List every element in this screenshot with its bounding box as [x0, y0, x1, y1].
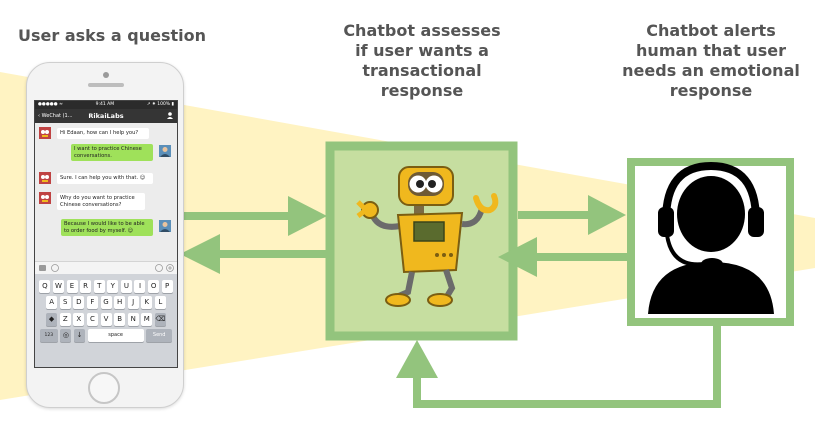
key[interactable]: Q	[39, 279, 51, 293]
robot-icon	[356, 166, 499, 307]
caption-user-asks: User asks a question	[18, 26, 206, 45]
key[interactable]: A	[46, 296, 58, 310]
home-button[interactable]	[88, 372, 120, 404]
key[interactable]: T	[93, 279, 105, 293]
arrow-user-to-chatbot	[178, 196, 327, 236]
signal-indicator: ●●●●● ≈	[38, 102, 63, 107]
key[interactable]: C	[86, 312, 98, 326]
profile-icon[interactable]	[167, 112, 173, 119]
voice-icon[interactable]	[51, 264, 59, 272]
bot-avatar-icon	[39, 127, 51, 139]
plus-icon[interactable]	[166, 264, 174, 272]
backspace-key-icon[interactable]: ⌫	[154, 312, 166, 326]
keyboard-row: 123 ◎ ↓ space Send	[35, 329, 177, 343]
status-bar: ●●●●● ≈ 9:41 AM ↗ ✷ 100% ▮	[35, 101, 177, 109]
key[interactable]: I	[134, 279, 146, 293]
earpiece-speaker	[88, 83, 124, 87]
battery-indicator: ↗ ✷ 100% ▮	[146, 102, 174, 107]
front-camera	[103, 72, 109, 78]
key[interactable]: K	[141, 296, 153, 310]
caption-chatbot-assesses: Chatbot assesses if user wants a transac…	[343, 21, 501, 100]
back-label: WeChat (1...	[41, 113, 73, 119]
keyboard-row: A S D F G H J K L	[35, 296, 177, 310]
keyboard-toggle-icon[interactable]	[39, 265, 46, 271]
key[interactable]: S	[59, 296, 71, 310]
status-time: 9:41 AM	[95, 102, 115, 107]
emoji-icon[interactable]	[155, 264, 163, 272]
message-input-bar[interactable]	[35, 261, 177, 274]
key[interactable]: N	[127, 312, 139, 326]
key[interactable]: V	[100, 312, 112, 326]
chat-message: Sure. I can help you with that. 😊	[57, 173, 153, 184]
key[interactable]: E	[66, 279, 78, 293]
bot-avatar-icon	[39, 172, 51, 184]
key[interactable]: O	[148, 279, 160, 293]
user-avatar-icon	[159, 220, 171, 232]
key[interactable]: X	[73, 312, 85, 326]
arrow-agent-loop-back	[396, 325, 721, 408]
key[interactable]: D	[73, 296, 85, 310]
chat-area: Hi Edaan, how can I help you? I want to …	[35, 123, 177, 261]
globe-key-icon[interactable]: ◎	[60, 329, 72, 343]
arrow-chatbot-to-agent	[518, 195, 626, 235]
chat-message: Hi Edaan, how can I help you?	[57, 128, 149, 139]
chat-title: RikaiLabs	[88, 112, 124, 120]
user-avatar-icon	[159, 145, 171, 157]
key[interactable]: R	[80, 279, 92, 293]
caption-chatbot-alerts: Chatbot alerts human that user needs an …	[622, 21, 800, 100]
back-button[interactable]: ‹ WeChat (1...	[38, 113, 73, 119]
key[interactable]: W	[52, 279, 64, 293]
key[interactable]: U	[120, 279, 132, 293]
key[interactable]: P	[161, 279, 173, 293]
chat-message: I want to practice Chinese conversations…	[71, 144, 153, 162]
key[interactable]: M	[141, 312, 153, 326]
chat-message: Because I would like to be able to order…	[61, 219, 153, 237]
shift-key-icon[interactable]: ◆	[46, 312, 58, 326]
on-screen-keyboard: Q W E R T Y U I O P A S D F G H J K L	[35, 274, 177, 367]
keyboard-row: ◆ Z X C V B N M ⌫	[35, 312, 177, 326]
arrow-agent-to-chatbot	[498, 237, 627, 277]
numbers-key[interactable]: 123	[39, 329, 58, 343]
chat-navbar: ‹ WeChat (1... RikaiLabs	[35, 109, 177, 123]
key[interactable]: G	[100, 296, 112, 310]
key[interactable]: L	[154, 296, 166, 310]
phone-screen: ●●●●● ≈ 9:41 AM ↗ ✷ 100% ▮ ‹ WeChat (1..…	[34, 100, 178, 368]
space-key[interactable]: space	[87, 329, 144, 343]
key[interactable]: F	[86, 296, 98, 310]
send-key[interactable]: Send	[146, 329, 173, 343]
chat-message: Why do you want to practice Chinese conv…	[57, 193, 145, 211]
key[interactable]: H	[114, 296, 126, 310]
arrow-chatbot-to-user	[180, 234, 328, 274]
key[interactable]: Y	[107, 279, 119, 293]
bot-avatar-icon	[39, 192, 51, 204]
key[interactable]: J	[127, 296, 139, 310]
key[interactable]: Z	[59, 312, 71, 326]
phone-mockup: ●●●●● ≈ 9:41 AM ↗ ✷ 100% ▮ ‹ WeChat (1..…	[26, 62, 184, 408]
microphone-key-icon[interactable]: ↓	[74, 329, 85, 343]
key[interactable]: B	[114, 312, 126, 326]
keyboard-row: Q W E R T Y U I O P	[35, 279, 177, 293]
headset-agent-icon	[648, 161, 774, 314]
